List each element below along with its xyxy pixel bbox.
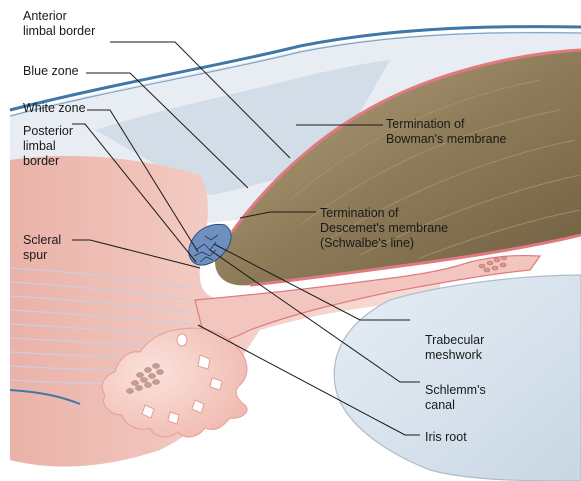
label-termination-descemet: Termination of Descemet's membrane (Schw… xyxy=(320,206,448,251)
label-scleral-spur: Scleral spur xyxy=(23,233,61,263)
label-white-zone: White zone xyxy=(23,101,86,116)
label-iris-root: Iris root xyxy=(425,430,467,445)
label-posterior-limbal-border: Posterior limbal border xyxy=(23,124,73,169)
label-schlemms-canal: Schlemm's canal xyxy=(425,383,486,413)
label-termination-bowman: Termination of Bowman's membrane xyxy=(386,117,507,147)
label-anterior-limbal-border: Anterior limbal border xyxy=(23,9,95,39)
label-trabecular-meshwork: Trabecular meshwork xyxy=(425,333,484,363)
label-blue-zone: Blue zone xyxy=(23,64,79,79)
